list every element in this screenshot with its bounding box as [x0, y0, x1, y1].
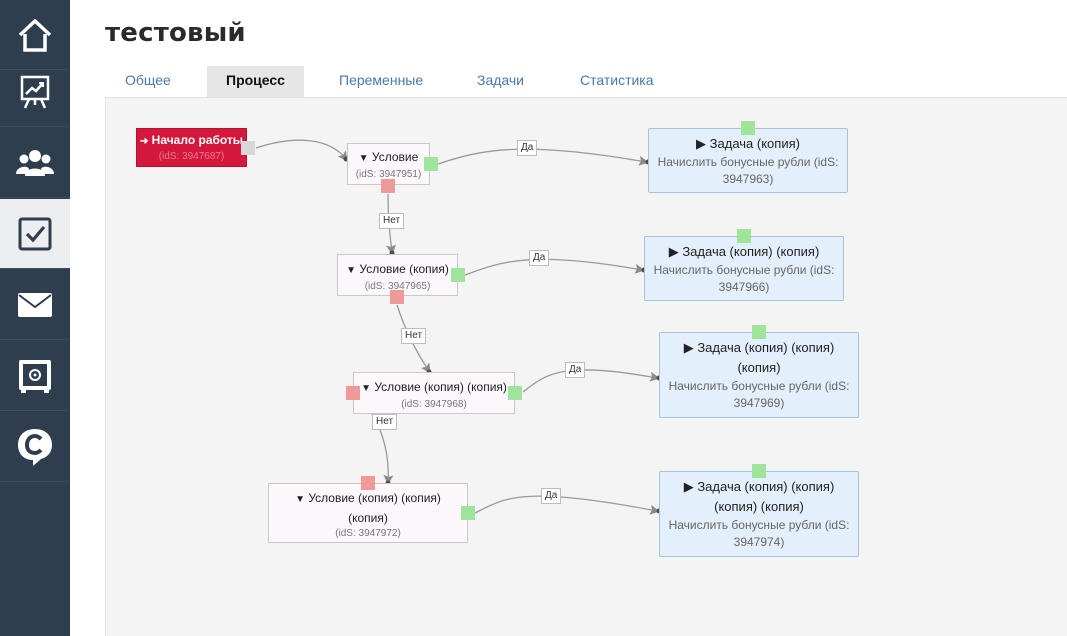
condition-node-3-id: (idS: 3947968) — [401, 399, 467, 410]
play-icon: ▶ — [668, 244, 679, 259]
edge-label-yes[interactable]: Да — [529, 250, 550, 266]
checkbox-icon — [18, 217, 52, 250]
task-node-4[interactable]: ▶ Задача (копия) (копия) (копия) (копия)… — [659, 471, 859, 557]
filter-icon: ▼ — [295, 494, 305, 505]
condition-node-1[interactable]: ▼ Условие (idS: 3947951) — [347, 143, 430, 185]
sidebar-item-users[interactable] — [0, 128, 70, 198]
task-node-3-desc-line2: 3947969) — [733, 396, 785, 410]
presentation-chart-icon — [20, 75, 50, 109]
edge-label-yes[interactable]: Да — [517, 140, 538, 156]
condition-4-yes-port[interactable] — [461, 506, 475, 520]
start-node-id: (idS: 3947687) — [158, 151, 225, 162]
start-node[interactable]: ➜ Начало работы (idS: 3947687) — [136, 128, 247, 167]
condition-node-3[interactable]: ▼ Условие (копия) (копия) (idS: 3947968) — [353, 372, 515, 414]
condition-1-yes-port[interactable] — [424, 157, 438, 171]
play-icon: ▶ — [683, 340, 694, 355]
condition-node-1-title: Условие — [371, 150, 419, 164]
tab-general[interactable]: Общее — [125, 72, 171, 88]
sidebar-item-analytics[interactable] — [0, 57, 70, 127]
start-output-port[interactable] — [241, 141, 255, 155]
task-node-1[interactable]: ▶ Задача (копия) Начислить бонусные рубл… — [648, 128, 848, 193]
task-node-2-title: Задача (копия) (копия) — [682, 244, 820, 259]
task-node-2-desc-line2: 3947966) — [718, 280, 770, 294]
condition-2-no-port[interactable] — [390, 290, 404, 304]
tab-variables[interactable]: Переменные — [339, 72, 424, 88]
condition-node-2[interactable]: ▼ Условие (копия) (idS: 3947965) — [337, 254, 458, 296]
task-node-3-title: Задача (копия) (копия) — [697, 340, 835, 355]
condition-node-4-title-row: ▼ Условие (копия) (копия) — [269, 489, 467, 509]
condition-node-3-title: Условие (копия) (копия) — [374, 380, 507, 394]
task-node-1-title-row: ▶ Задача (копия) — [649, 134, 847, 154]
tab-process[interactable]: Процесс — [207, 66, 304, 97]
task-node-4-desc: Начислить бонусные рубли (idS: — [668, 518, 850, 532]
condition-2-yes-port[interactable] — [451, 268, 465, 282]
play-icon: ▶ — [696, 136, 707, 151]
edge-label-no[interactable]: Нет — [379, 213, 405, 229]
task-node-2-title-row: ▶ Задача (копия) (копия) — [645, 242, 843, 262]
filter-icon: ▼ — [361, 383, 371, 394]
task-node-1-desc-line2: 3947963) — [722, 172, 774, 186]
users-group-icon — [16, 149, 54, 176]
tab-tasks[interactable]: Задачи — [477, 72, 525, 88]
task-node-4-title-row: ▶ Задача (копия) (копия) — [660, 477, 858, 497]
task-node-3[interactable]: ▶ Задача (копия) (копия) (копия) Начисли… — [659, 332, 859, 418]
start-node-title: Начало работы — [151, 133, 244, 147]
task-node-4-desc-line2: 3947974) — [733, 535, 785, 549]
process-canvas[interactable] — [105, 97, 1067, 636]
condition-node-4-title-line2: (копия) — [348, 511, 388, 525]
task-node-3-title-line2: (копия) — [737, 360, 781, 375]
sidebar-item-home[interactable] — [0, 0, 70, 70]
play-icon: ▶ — [683, 479, 694, 494]
task-node-1-title: Задача (копия) — [709, 136, 800, 151]
condition-node-4[interactable]: ▼ Условие (копия) (копия) (копия) (idS: … — [268, 483, 468, 543]
condition-node-2-id: (idS: 3947965) — [364, 281, 431, 292]
task-node-4-title: Задача (копия) (копия) — [697, 479, 835, 494]
task-node-2-desc: Начислить бонусные рубли (idS: — [653, 263, 835, 277]
condition-node-1-id: (idS: 3947951) — [355, 169, 422, 180]
tab-bar: Общее Процесс Переменные Задачи Статисти… — [105, 66, 672, 97]
task-node-3-desc: Начислить бонусные рубли (idS: — [668, 379, 850, 393]
sidebar — [0, 0, 70, 636]
page-title: тестовый — [105, 18, 246, 48]
task-node-2[interactable]: ▶ Задача (копия) (копия) Начислить бонус… — [644, 236, 844, 301]
condition-node-3-title-row: ▼ Условие (копия) (копия) — [354, 378, 514, 398]
task-node-3-title-row: ▶ Задача (копия) (копия) — [660, 338, 858, 358]
task-node-4-title-line2: (копия) (копия) — [714, 499, 804, 514]
condition-4-no-port[interactable] — [361, 476, 375, 490]
start-node-title-row: ➜ Начало работы — [137, 132, 246, 150]
condition-node-4-id: (idS: 3947972) — [335, 528, 401, 539]
filter-icon: ▼ — [358, 153, 369, 164]
sidebar-item-safe[interactable] — [0, 341, 70, 411]
sign-in-icon: ➜ — [139, 136, 149, 147]
chat-c-icon — [18, 428, 52, 466]
condition-node-2-title-row: ▼ Условие (копия) — [338, 260, 457, 280]
edge-label-yes[interactable]: Да — [565, 362, 586, 378]
condition-3-no-port[interactable] — [346, 386, 360, 400]
safe-icon — [19, 359, 51, 393]
condition-1-no-port[interactable] — [381, 179, 395, 193]
sidebar-item-mail[interactable] — [0, 270, 70, 340]
edge-label-no[interactable]: Нет — [372, 414, 398, 430]
edge-label-yes[interactable]: Да — [541, 488, 562, 504]
condition-3-yes-port[interactable] — [508, 386, 522, 400]
filter-icon: ▼ — [346, 265, 357, 276]
task-3-port[interactable] — [752, 325, 766, 339]
task-2-port[interactable] — [737, 229, 751, 243]
task-node-1-desc: Начислить бонусные рубли (idS: — [657, 155, 839, 169]
mail-icon — [18, 292, 52, 317]
condition-node-4-title: Условие (копия) (копия) — [308, 491, 441, 505]
condition-node-1-title-row: ▼ Условие — [348, 148, 429, 168]
home-icon — [18, 18, 52, 52]
task-1-port[interactable] — [741, 121, 755, 135]
task-4-port[interactable] — [752, 464, 766, 478]
sidebar-item-chat[interactable] — [0, 412, 70, 482]
sidebar-item-tasks[interactable] — [0, 199, 70, 269]
condition-node-2-title: Условие (копия) — [359, 262, 449, 276]
edge-label-no[interactable]: Нет — [401, 328, 427, 344]
tab-statistics[interactable]: Статистика — [580, 72, 654, 88]
